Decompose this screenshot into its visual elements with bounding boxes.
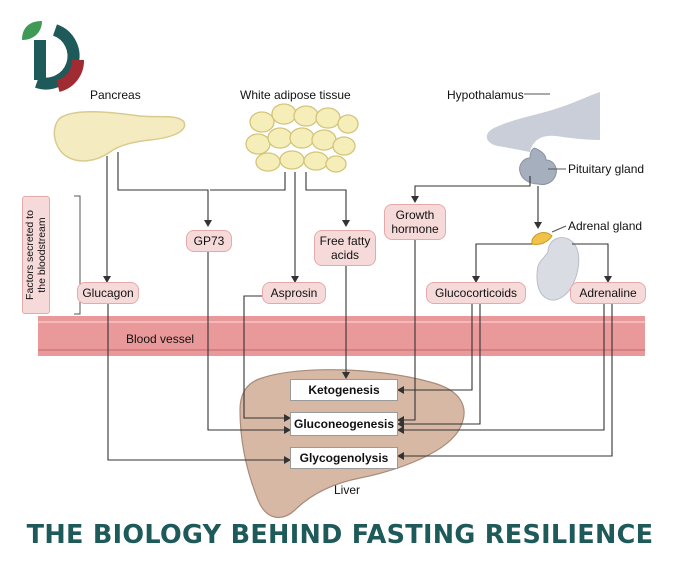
- growth-hormone-line1: Growth: [395, 208, 435, 222]
- page-title: THE BIOLOGY BEHIND FASTING RESILIENCE: [26, 520, 654, 550]
- glycogenolysis-box: Glycogenolysis: [290, 447, 398, 469]
- gp73-pill: GP73: [186, 230, 232, 252]
- connector-arrows: [103, 93, 613, 464]
- pituitary-shape: [519, 147, 557, 185]
- pancreas-shape: [53, 111, 186, 162]
- liver-shape: [239, 369, 465, 518]
- growth-hormone-pill: Growth hormone: [384, 204, 446, 240]
- hypothalamus-shape: [486, 92, 600, 152]
- adipose-tissue-shape: [245, 103, 359, 173]
- adrenal-label: Adrenal gland: [568, 219, 643, 233]
- free-fatty-acids-line2: acids: [330, 248, 359, 262]
- adrenaline-pill: Adrenaline: [570, 282, 646, 304]
- free-fatty-acids-line1: Free fatty: [319, 234, 371, 248]
- glucagon-pill: Glucagon: [77, 282, 139, 304]
- ketogenesis-box: Ketogenesis: [290, 379, 398, 401]
- hypothalamus-label: Hypothalamus: [447, 88, 524, 102]
- growth-hormone-line2: hormone: [391, 222, 439, 236]
- free-fatty-acids-pill: Free fatty acids: [314, 230, 376, 266]
- pituitary-label: Pituitary gland: [568, 162, 645, 176]
- adrenal-gland-shape: [531, 232, 580, 301]
- blood-vessel: [38, 316, 645, 356]
- adipose-label: White adipose tissue: [240, 88, 351, 102]
- glucocorticoids-pill: Glucocorticoids: [426, 282, 526, 304]
- gluconeogenesis-box: Gluconeogenesis: [290, 412, 398, 436]
- blood-vessel-label: Blood vessel: [126, 332, 195, 346]
- factors-bracket: [74, 195, 81, 315]
- logo-icon: [22, 21, 84, 92]
- liver-label: Liver: [334, 483, 361, 497]
- pancreas-label: Pancreas: [90, 88, 141, 102]
- asprosin-pill: Asprosin: [262, 282, 326, 304]
